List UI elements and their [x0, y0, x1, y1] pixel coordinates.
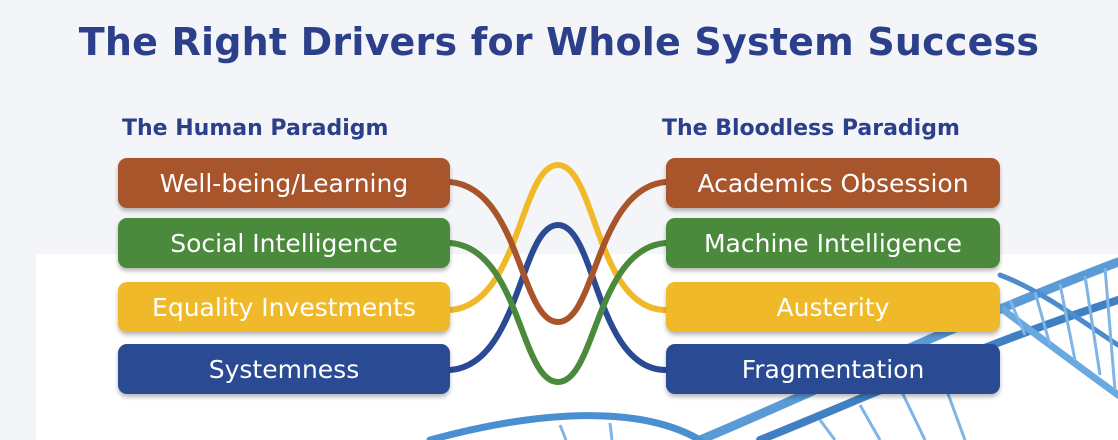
connector-blue — [447, 221, 669, 373]
academics-obsession-box: Academics Obsession — [666, 158, 1000, 208]
systemness-box: Systemness — [118, 344, 450, 394]
fragmentation-box: Fragmentation — [666, 344, 1000, 394]
equality-investments-box: Equality Investments — [118, 282, 450, 332]
human-paradigm-heading: The Human Paradigm — [122, 116, 389, 141]
austerity-box: Austerity — [666, 282, 1000, 332]
connector-green — [447, 240, 669, 386]
social-intelligence-box: Social Intelligence — [118, 218, 450, 268]
connector-yellow — [447, 161, 669, 313]
machine-intelligence-box: Machine Intelligence — [666, 218, 1000, 268]
wellbeing-learning-box: Well-being/Learning — [118, 158, 450, 208]
page-title: The Right Drivers for Whole System Succe… — [78, 20, 1040, 64]
connector-brown — [447, 179, 669, 326]
bloodless-paradigm-heading: The Bloodless Paradigm — [662, 116, 960, 141]
